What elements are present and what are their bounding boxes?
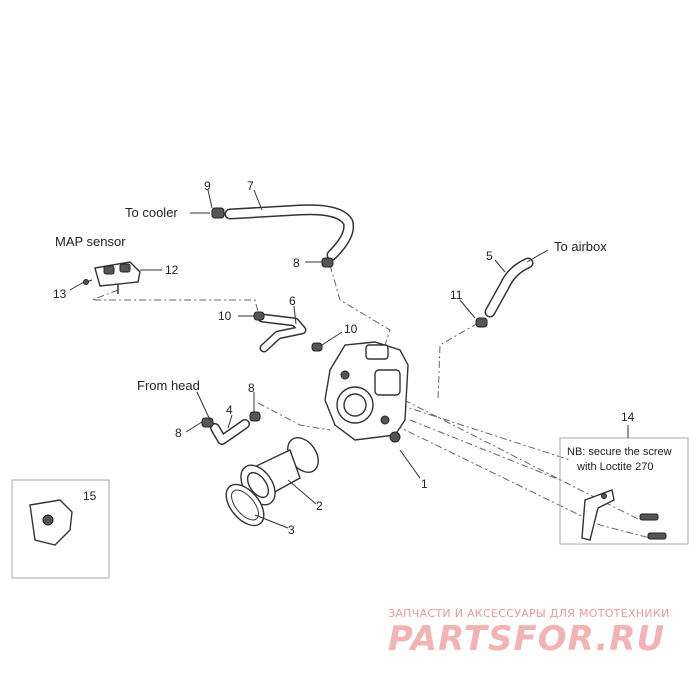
callout-7: 7 — [247, 179, 254, 193]
label-to-cooler: To cooler — [125, 205, 178, 220]
leader-lines — [69, 189, 629, 529]
hose-7 — [224, 204, 355, 261]
callout-14: 14 — [621, 410, 635, 424]
callout-12: 12 — [165, 263, 179, 277]
label-map-sensor: MAP sensor — [55, 234, 126, 249]
note-line-1: NB: secure the screw — [567, 446, 672, 458]
clamp-9 — [211, 207, 225, 219]
callout-8-left: 8 — [175, 426, 182, 440]
watermark-subtitle: ЗАПЧАСТИ И АКСЕССУАРЫ ДЛЯ МОТОТЕХНИКИ — [388, 607, 670, 620]
bracket-14 — [581, 489, 667, 541]
callout-5: 5 — [486, 249, 493, 263]
hose-5 — [475, 257, 534, 328]
callout-6: 6 — [289, 294, 296, 308]
callout-9: 9 — [204, 179, 211, 193]
callout-15: 15 — [83, 489, 97, 503]
loctite-note: NB: secure the screw with Loctite 270 — [567, 446, 672, 473]
callout-2: 2 — [316, 499, 323, 513]
label-from-head: From head — [137, 378, 200, 393]
clamp-8-top — [321, 257, 334, 268]
tps-sensor-box — [11, 479, 110, 579]
hose-4 — [201, 411, 261, 445]
diagram-labels: To cooler MAP sensor To airbox From head — [55, 205, 607, 393]
callout-8-middle: 8 — [248, 381, 255, 395]
clamp-3 — [225, 483, 265, 527]
map-sensor-bracket — [83, 261, 141, 294]
watermark: ЗАПЧАСТИ И АКСЕССУАРЫ ДЛЯ МОТОТЕХНИКИ PA… — [388, 607, 670, 659]
callout-4: 4 — [226, 403, 233, 417]
note-line-2: with Loctite 270 — [576, 461, 653, 473]
callout-1: 1 — [421, 477, 428, 491]
callout-3: 3 — [288, 523, 295, 537]
label-to-airbox: To airbox — [554, 239, 607, 254]
note-box — [559, 437, 689, 545]
callout-10-left: 10 — [218, 309, 232, 323]
hose-6 — [253, 311, 323, 353]
callout-10-right: 10 — [344, 322, 358, 336]
throttle-body-1 — [324, 341, 409, 443]
callout-numbers: 9 7 8 12 13 10 6 10 5 11 8 4 8 1 2 3 14 … — [53, 179, 635, 537]
callout-8-top: 8 — [293, 256, 300, 270]
callout-11: 11 — [450, 288, 463, 302]
watermark-brand: PARTSFOR.RU — [388, 619, 665, 659]
callout-13: 13 — [53, 287, 67, 301]
